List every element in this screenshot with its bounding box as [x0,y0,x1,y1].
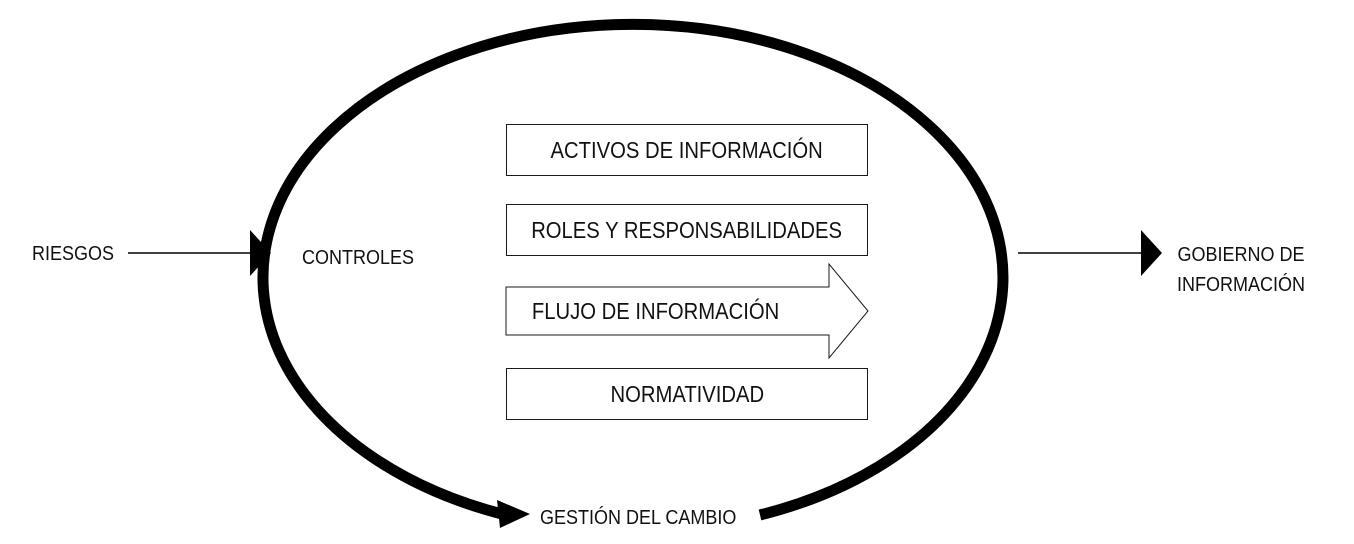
gobierno-label-line1: GOBIERNO DE [1177,244,1305,266]
normatividad-box: NORMATIVIDAD [506,368,868,420]
gobierno-label-line2: INFORMACIÓN [1177,274,1305,296]
normatividad-text: NORMATIVIDAD [610,380,764,407]
flujo-arrow-shape [505,262,869,360]
riesgos-label: RIESGOS [32,243,115,265]
roles-y-responsabilidades-box: ROLES Y RESPONSABILIDADES [506,204,868,256]
roles-y-responsabilidades-text: ROLES Y RESPONSABILIDADES [531,216,843,243]
activos-de-informacion-box: ACTIVOS DE INFORMACIÓN [506,124,868,176]
flujo-de-informacion-box: FLUJO DE INFORMACIÓN [506,286,806,336]
gobierno-de-informacion-label: GOBIERNO DE INFORMACIÓN [1166,240,1316,300]
loop-arrowhead [497,500,530,528]
activos-de-informacion-text: ACTIVOS DE INFORMACIÓN [550,136,824,163]
change-cycle-loop [257,18,1009,522]
riesgos-arrowhead [250,230,271,276]
gobierno-arrowhead [1141,230,1162,276]
gestion-del-cambio-label: GESTIÓN DEL CAMBIO [540,507,737,529]
flujo-de-informacion-text: FLUJO DE INFORMACIÓN [532,297,780,324]
controles-label: CONTROLES [302,247,415,269]
